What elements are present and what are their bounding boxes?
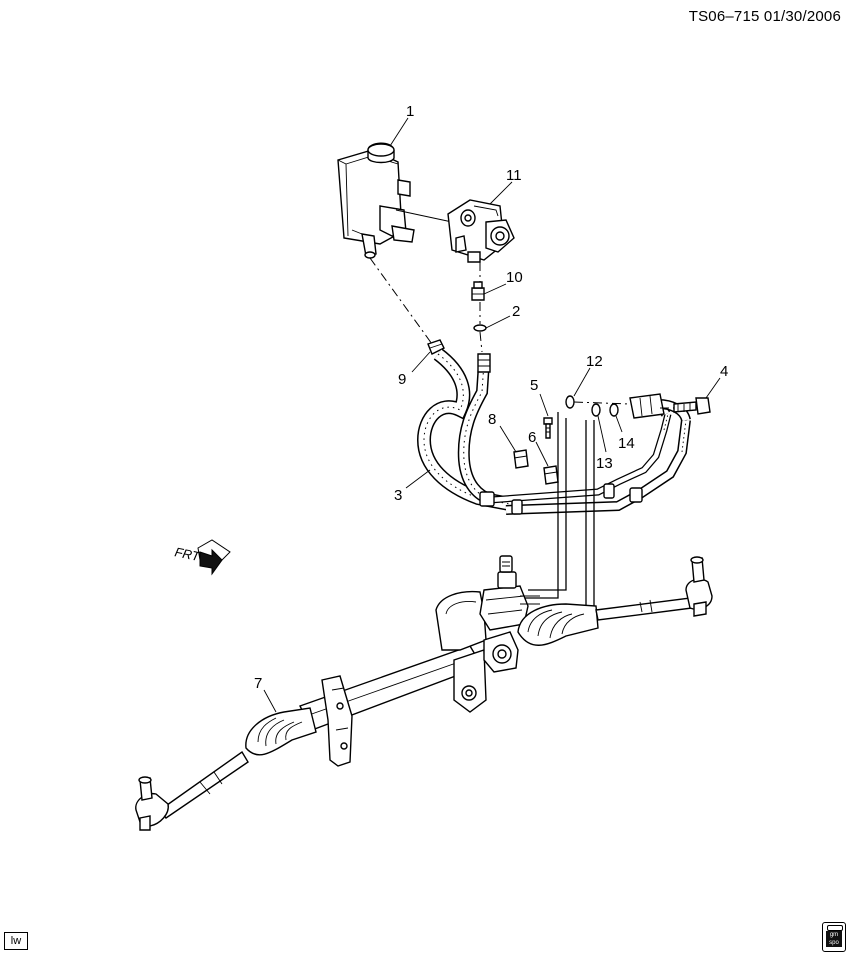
pump-part — [447, 199, 515, 263]
callout-8: 8 — [488, 411, 496, 428]
reservoir-part — [337, 142, 415, 259]
logo-text: gm spo — [826, 931, 842, 947]
callout-4: 4 — [720, 363, 728, 380]
o-ring-part-2 — [473, 324, 487, 332]
bolt-part-4 — [673, 397, 711, 415]
diagram-header-code: TS06–715 01/30/2006 — [688, 8, 841, 25]
callout-14: 14 — [618, 435, 635, 452]
callout-12: 12 — [586, 353, 603, 370]
o-ring-part-12 — [565, 395, 575, 409]
bolt-part-5 — [543, 417, 553, 439]
front-arrow-icon — [197, 539, 231, 576]
callout-7: 7 — [254, 675, 262, 692]
front-label: FRT — [173, 544, 202, 564]
hose-assembly-part-3 — [416, 348, 691, 515]
callout-labels: 1 2 3 4 5 6 7 8 9 10 11 12 13 14 — [254, 103, 728, 692]
callout-13: 13 — [596, 455, 613, 472]
callout-9: 9 — [398, 371, 406, 388]
o-ring-part-13 — [591, 403, 601, 417]
clamp-part-9 — [427, 339, 445, 355]
callout-3: 3 — [394, 487, 402, 504]
callout-11: 11 — [506, 167, 522, 184]
callout-6: 6 — [528, 429, 536, 446]
footer-badge: lw — [4, 932, 28, 950]
callout-5: 5 — [530, 377, 538, 394]
gm-spo-logo-icon: gm spo — [822, 922, 846, 952]
fitting-part-10 — [471, 281, 485, 301]
callout-1: 1 — [406, 103, 414, 120]
steering-rack-part-7 — [135, 555, 713, 831]
callout-leaders — [263, 117, 721, 713]
callout-2: 2 — [512, 303, 520, 320]
callout-10: 10 — [506, 269, 523, 286]
clip-part-8 — [513, 449, 529, 469]
o-ring-part-14 — [609, 403, 619, 417]
clip-part-6 — [543, 465, 559, 485]
